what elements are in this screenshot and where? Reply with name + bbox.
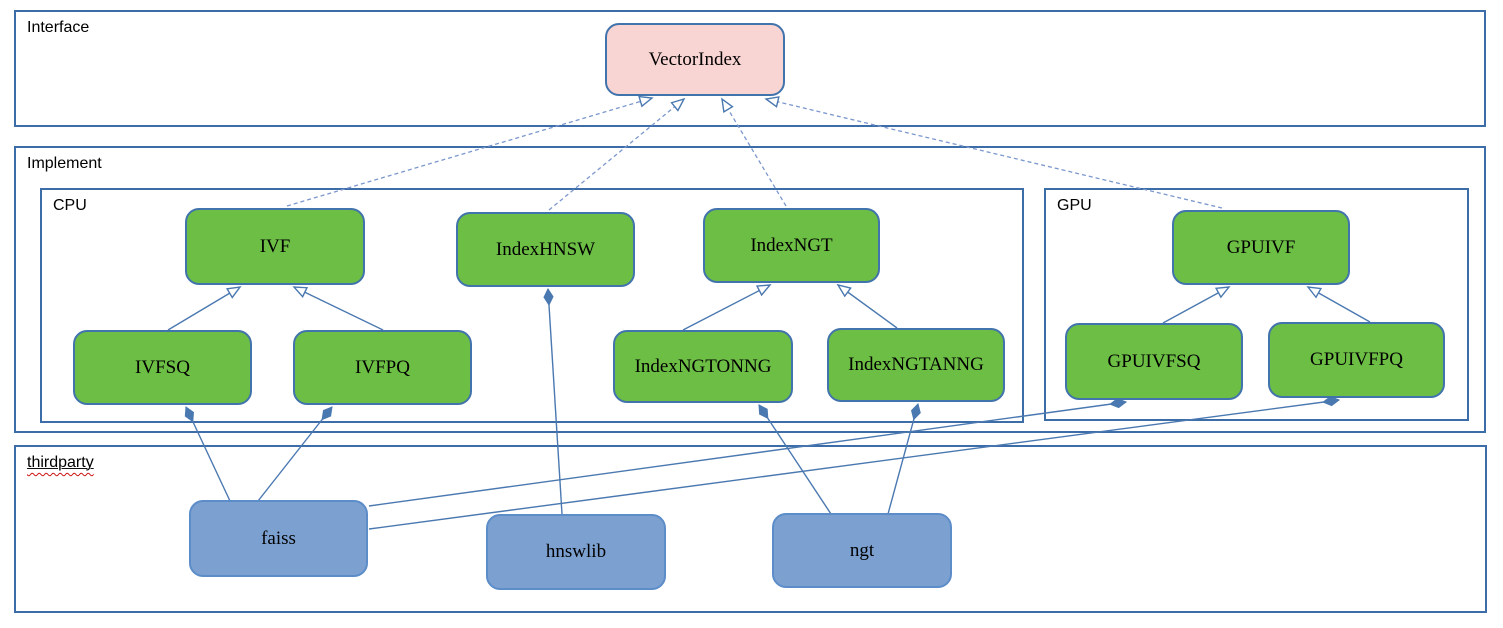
interface-label: Interface bbox=[27, 19, 90, 36]
edge-ngt-indexngtonng bbox=[758, 404, 832, 515]
thirdparty-label-text: thirdparty bbox=[27, 454, 94, 471]
edge-faiss-ivfsq bbox=[184, 406, 231, 502]
edge-indexngt-vectorindex bbox=[722, 99, 787, 207]
edge-gpuivf-vectorindex bbox=[766, 99, 1223, 209]
container-thirdparty: thirdparty bbox=[14, 445, 1487, 613]
container-implement: Implement bbox=[14, 146, 1486, 433]
container-interface: Interface bbox=[14, 10, 1486, 127]
edge-ivfsq-ivf bbox=[167, 287, 240, 331]
implement-label: Implement bbox=[27, 155, 102, 172]
edge-ngt-indexngtanng bbox=[887, 403, 921, 515]
container-gpu: GPU bbox=[1044, 188, 1469, 421]
edge-faiss-gpuivfsq bbox=[368, 398, 1128, 507]
edge-ivf-vectorindex bbox=[286, 98, 652, 207]
edge-indexngtanng-indexngt bbox=[838, 285, 898, 329]
edge-ivfpq-ivf bbox=[294, 287, 384, 331]
cpu-label: CPU bbox=[53, 197, 87, 214]
edge-gpuivfsq-gpuivf bbox=[1162, 287, 1229, 324]
thirdparty-label: thirdparty bbox=[27, 454, 94, 472]
edge-indexngtonng-indexngt bbox=[682, 285, 770, 331]
edge-gpuivfpq-gpuivf bbox=[1308, 287, 1371, 323]
edge-faiss-gpuivfpq bbox=[368, 396, 1341, 530]
edge-faiss-ivfpq bbox=[257, 406, 333, 502]
gpu-label: GPU bbox=[1057, 197, 1092, 214]
edge-indexhnsw-vectorindex bbox=[548, 99, 684, 211]
container-cpu: CPU bbox=[40, 188, 1024, 423]
edge-hnswlib-indexhnsw bbox=[543, 287, 563, 515]
